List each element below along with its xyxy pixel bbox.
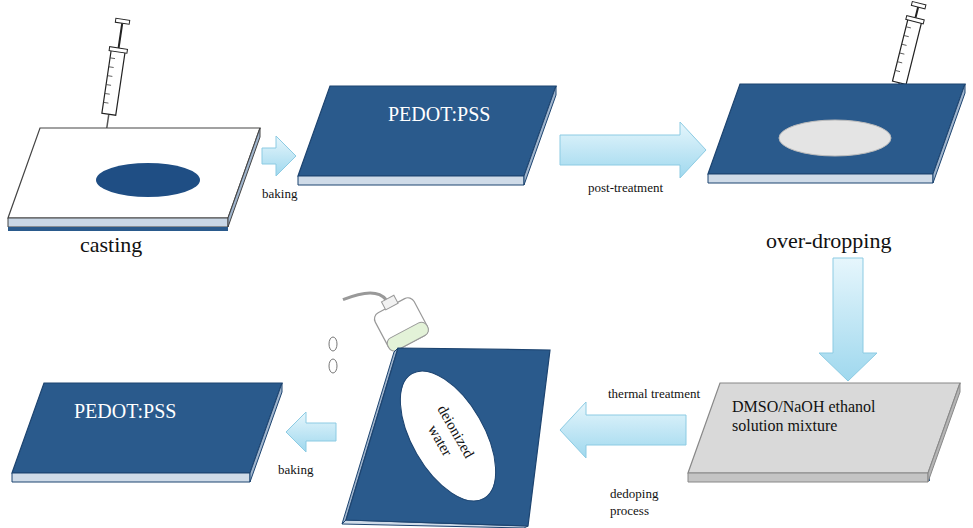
process-arrow	[819, 258, 877, 381]
step-label: baking	[262, 186, 297, 203]
node-text: PEDOT:PSS	[388, 102, 490, 126]
bottle-body	[372, 295, 431, 353]
overdrop-plate: over-dropping	[708, 84, 965, 256]
pedot-drop	[96, 163, 200, 197]
process-arrow	[286, 412, 336, 452]
plate-top	[708, 84, 965, 174]
cast-plate: casting	[8, 128, 260, 258]
node-text: PEDOT:PSS	[74, 399, 176, 423]
process-arrow	[560, 122, 706, 178]
syringe-graduation	[895, 27, 911, 72]
final-plate: PEDOT:PSS	[12, 383, 284, 487]
plate-side	[933, 84, 965, 183]
plate-top	[688, 383, 960, 473]
plate-side	[928, 383, 960, 482]
plate-edge	[298, 176, 524, 185]
drop	[329, 359, 337, 373]
treated-plate: DMSO/NaOH ethanol solution mixture	[688, 383, 963, 483]
syringe-plunger	[915, 7, 918, 18]
rinse-plate: deionized water	[338, 344, 558, 528]
drop	[329, 337, 337, 351]
plate-top	[298, 86, 556, 176]
plate-side	[250, 383, 282, 482]
plate-edge	[8, 218, 228, 227]
syringe	[96, 18, 132, 141]
process-arrow	[262, 136, 296, 176]
syringe-thumb	[911, 2, 926, 9]
plate-edge	[708, 174, 933, 183]
syringe-graduation	[103, 58, 115, 103]
plate-side	[228, 128, 260, 227]
plate-top	[346, 348, 550, 526]
water-puddle	[381, 356, 515, 517]
syringe-barrel	[102, 50, 125, 115]
syringe-barrel	[892, 19, 921, 84]
plate-base	[688, 471, 930, 481]
plate-shape	[298, 86, 558, 190]
syringe-thumb	[115, 18, 129, 24]
node-text: DMSO/NaOH ethanol solution mixture	[732, 397, 910, 435]
step-label: thermal treatment	[608, 386, 700, 403]
plate-edge	[12, 473, 250, 482]
film-plate: PEDOT:PSS	[298, 86, 558, 190]
node-text: over-dropping	[766, 228, 891, 254]
step-label: baking	[278, 462, 313, 479]
step-label: dedoping process	[610, 486, 674, 520]
plate-top	[8, 128, 260, 218]
plate-side	[524, 86, 556, 185]
step-label: post-treatment	[588, 180, 663, 197]
bottle-nozzle	[343, 282, 386, 317]
node-text: casting	[80, 232, 142, 258]
plate-top	[12, 383, 282, 473]
solution-drop	[779, 120, 891, 156]
plate-shape	[12, 383, 284, 487]
syringe-plunger	[119, 23, 123, 48]
process-arrow	[560, 402, 686, 458]
plate-base	[8, 227, 228, 231]
plate-edge	[688, 473, 928, 482]
